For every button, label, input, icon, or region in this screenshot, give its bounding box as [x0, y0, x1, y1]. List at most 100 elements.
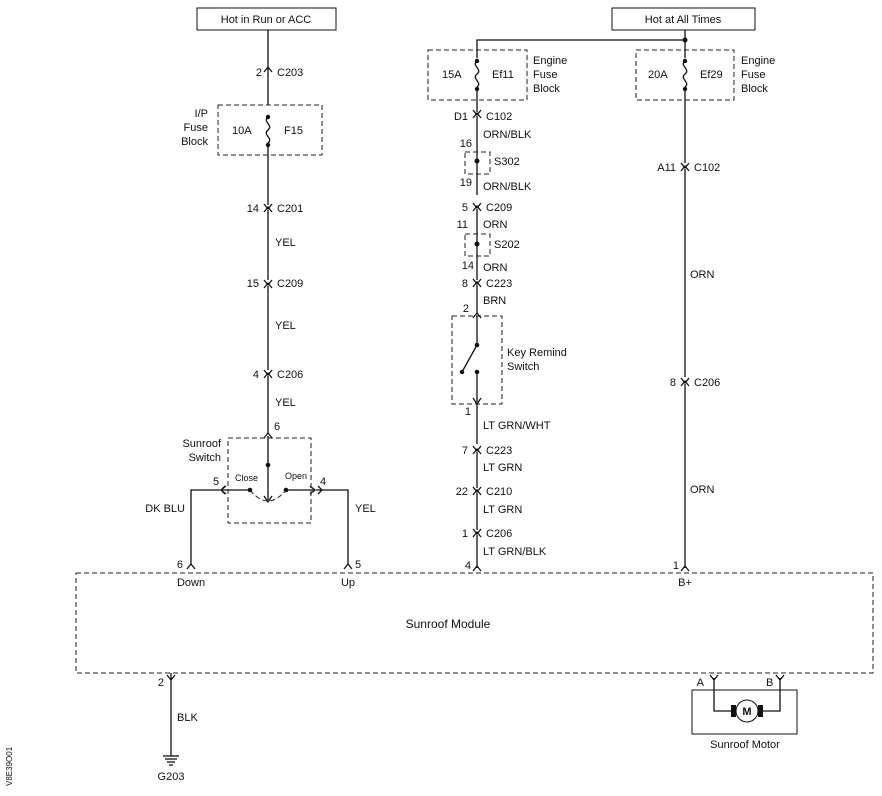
engine-fuse-2-label-1: Engine [741, 55, 775, 67]
splice-s302-box [464, 151, 491, 175]
module-pin-1: 1 [673, 560, 679, 572]
c102-right-connector-icon [680, 162, 690, 170]
wire-dk-blu: DK BLU [145, 503, 185, 515]
c209-left-pin: 15 [247, 278, 259, 290]
splice-s202-icon [474, 241, 480, 247]
c209-mid-pin: 5 [462, 202, 468, 214]
motor-pin-b: B [766, 677, 773, 689]
source-run-acc-label: Hot in Run or ACC [221, 14, 312, 26]
module-pin-5: 5 [355, 559, 361, 571]
switch-close-label: Close [235, 473, 258, 483]
c102-mid-connector-icon [472, 109, 482, 117]
wire-yel-4: YEL [355, 503, 376, 515]
fuse-ef29-icon [682, 60, 688, 88]
c206-mid-label: C206 [486, 528, 512, 540]
fuse-ef11-icon [474, 60, 480, 88]
ip-fuse-block-label-1: I/P [195, 108, 208, 120]
key-switch-pin-1: 1 [465, 406, 471, 418]
switch-travel-icon [249, 489, 287, 502]
wire-yel-1: YEL [275, 237, 296, 249]
c223-pin-8: 8 [462, 278, 468, 290]
c201-label: C201 [277, 203, 303, 215]
key-switch-blade-icon [461, 344, 478, 373]
c206-right-pin: 8 [670, 377, 676, 389]
c102-mid-label: C102 [486, 111, 512, 123]
fuse-ef11-name: Ef11 [492, 69, 514, 81]
c206-right-connector-icon [680, 377, 690, 385]
c223-label-2: C223 [486, 445, 512, 457]
c102-right-pin: A11 [657, 162, 676, 174]
fuse-ef29-name: Ef29 [700, 69, 723, 81]
c210-pin: 22 [456, 486, 468, 498]
wire-orn-1: ORN [483, 219, 508, 231]
module-ground-pin: 2 [158, 677, 164, 689]
fuse-ef11-amps: 15A [442, 69, 462, 81]
middle-circuit: Engine Fuse Block 15A Ef11 D1 C102 ORN/B… [427, 30, 688, 572]
sunroof-motor-label: Sunroof Motor [710, 739, 780, 751]
engine-fuse-2-label-3: Block [741, 83, 768, 95]
engine-fuse-1-label-3: Block [533, 83, 560, 95]
wire-orn-blk-1: ORN/BLK [483, 129, 532, 141]
wire-blk: BLK [177, 712, 198, 724]
c206-mid-connector-icon [472, 528, 482, 536]
ground-g203-label: G203 [158, 771, 185, 783]
sunroof-motor: A B M Sunroof Motor [691, 674, 798, 751]
sunroof-switch-label-2: Switch [189, 452, 221, 464]
key-remind-label-2: Switch [507, 361, 539, 373]
c201-connector-icon [263, 203, 273, 211]
switch-pin-5: 5 [213, 476, 219, 488]
wire-yel-3: YEL [275, 397, 296, 409]
c102-right-label: C102 [694, 162, 720, 174]
splice-s302-icon [474, 158, 480, 164]
s302-out-pin: 19 [460, 177, 472, 189]
c206-left-label: C206 [277, 369, 303, 381]
right-circuit: Engine Fuse Block 20A Ef29 A11 C102 ORN … [635, 40, 775, 572]
wire-lt-grn-2: LT GRN [483, 504, 522, 516]
c210-label: C210 [486, 486, 512, 498]
c223-label-1: C223 [486, 278, 512, 290]
s302-label: S302 [494, 156, 520, 168]
c203-connector-icon [263, 65, 273, 73]
c206-left-connector-icon [263, 369, 273, 377]
module-pin-down-label: Down [177, 577, 205, 589]
motor-pin-a: A [697, 677, 705, 689]
motor-icon [735, 699, 759, 723]
c102-mid-pin: D1 [454, 111, 468, 123]
sunroof-switch-box [227, 437, 312, 524]
wire-yel-2: YEL [275, 320, 296, 332]
engine-fuse-1-label-2: Fuse [533, 69, 557, 81]
c206-mid-pin: 1 [462, 528, 468, 540]
wire-lt-grn-1: LT GRN [483, 462, 522, 474]
module-pin-6: 6 [177, 559, 183, 571]
wire-brn: BRN [483, 295, 506, 307]
wire-lt-grn-wht: LT GRN/WHT [483, 420, 551, 432]
switch-arrow-icon [263, 495, 273, 504]
engine-fuse-block-1 [427, 49, 528, 101]
c210-connector-icon [472, 486, 482, 494]
module-pin-4: 4 [465, 560, 471, 572]
key-remind-label-1: Key Remind [507, 347, 567, 359]
source-all-times-label: Hot at All Times [645, 14, 722, 26]
ip-fuse-block-label-3: Block [181, 136, 208, 148]
c223-mid-connector-icon [472, 278, 482, 286]
motor-symbol: M [742, 706, 751, 718]
wire-orn-3: ORN [690, 269, 715, 281]
module-pin-bplus-label: B+ [678, 577, 692, 589]
engine-fuse-1-label-1: Engine [533, 55, 567, 67]
fuse-ef29-amps: 20A [648, 69, 668, 81]
figure-code: V8E39O01 [5, 746, 14, 786]
fuse-f15-amps: 10A [232, 125, 252, 137]
wire-orn-2: ORN [483, 262, 508, 274]
s202-in-pin: 11 [457, 219, 468, 231]
switch-pin-6: 6 [274, 421, 280, 433]
c206-right-label: C206 [694, 377, 720, 389]
c209-left-connector-icon [263, 279, 273, 287]
splice-s202-box [464, 233, 491, 257]
wire-lt-grn-blk: LT GRN/BLK [483, 546, 547, 558]
c203-pin: 2 [256, 67, 262, 79]
ground-icon [163, 755, 179, 766]
s302-in-pin: 16 [460, 138, 472, 150]
sunroof-switch-label-1: Sunroof [182, 438, 221, 450]
